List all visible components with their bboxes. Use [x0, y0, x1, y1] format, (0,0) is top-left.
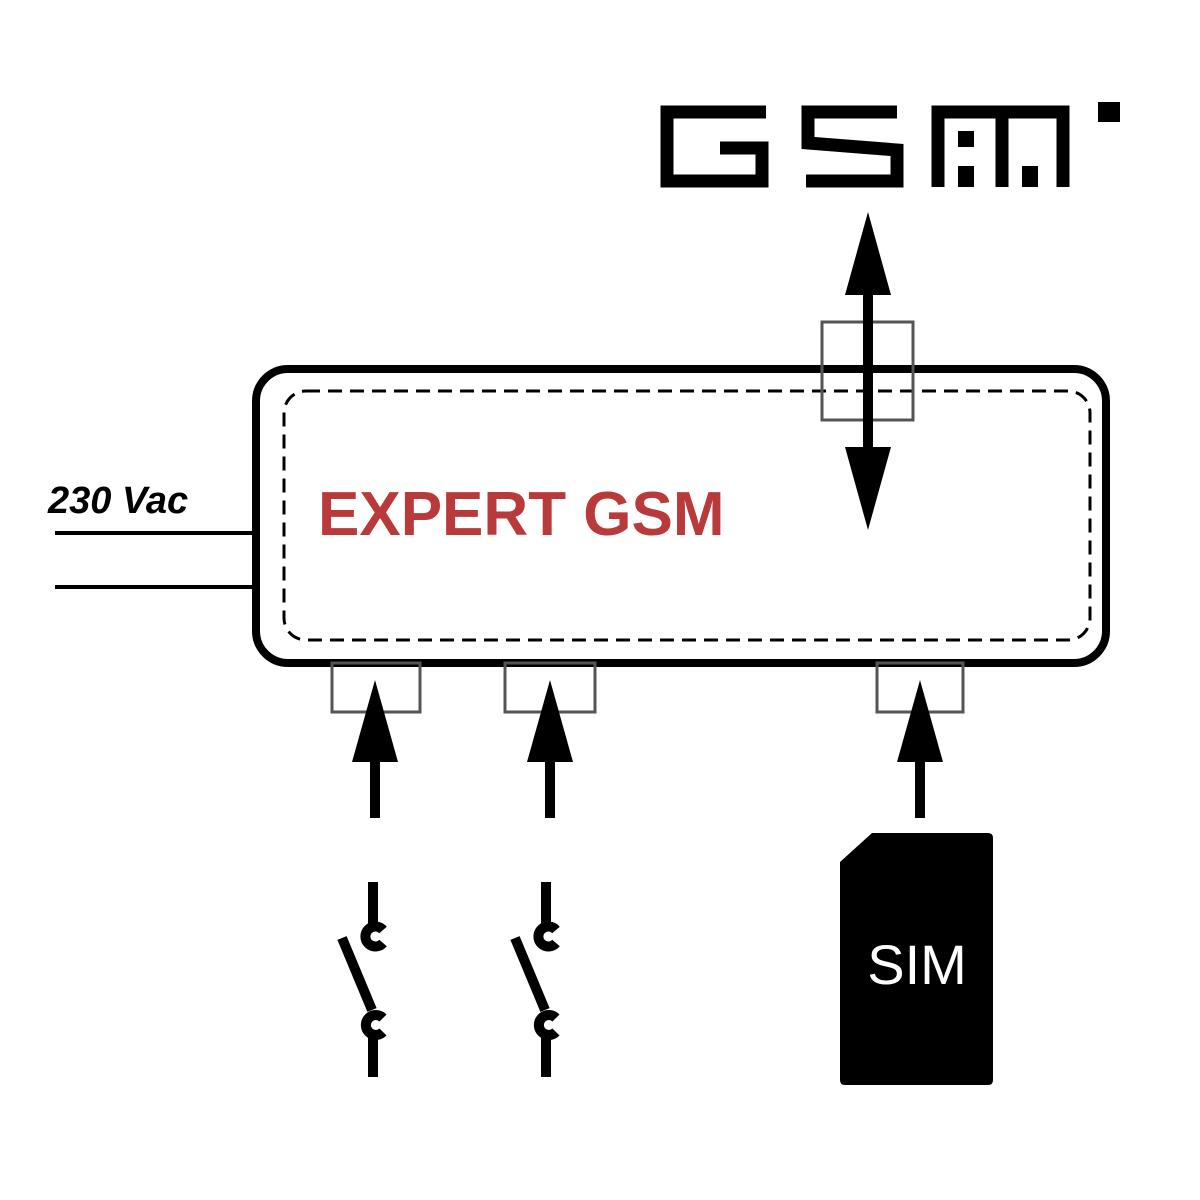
- input-arrow-icon-1: [352, 680, 398, 818]
- gsm-logo: [660, 102, 1120, 188]
- power-lines: [55, 531, 257, 589]
- input-arrow-icon-2: [527, 680, 573, 818]
- bidirectional-arrow-icon: [845, 212, 891, 530]
- switch-icon-1: [337, 882, 387, 1077]
- device-inner-dashed: [282, 389, 1092, 642]
- sim-card-icon: [840, 833, 993, 1085]
- sim-label: SIM: [867, 933, 967, 996]
- power-label: 230 Vac: [47, 480, 188, 522]
- device-box: [252, 365, 1110, 667]
- switch-icon-2: [510, 882, 560, 1077]
- sim-arrow-icon: [897, 680, 943, 818]
- input-connectors: [330, 661, 965, 714]
- device-name: EXPERT GSM: [318, 480, 725, 549]
